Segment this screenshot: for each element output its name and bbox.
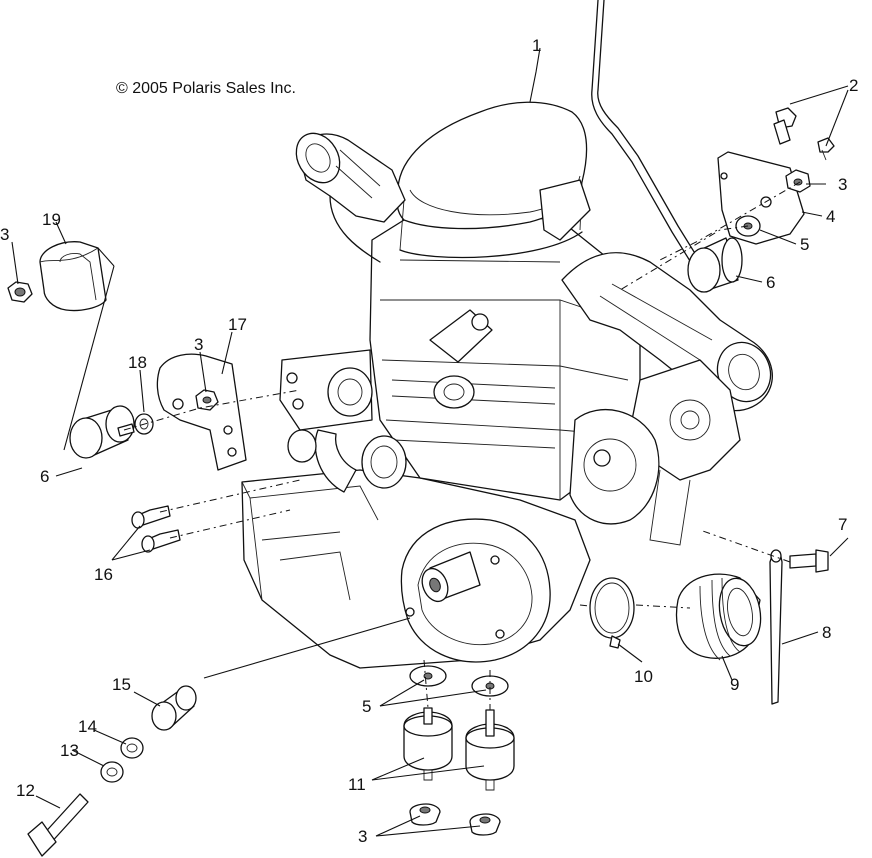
callout-11: 11 [348,775,366,794]
oil-fill-tube [591,0,709,291]
callout-3-bracket: 3 [194,335,203,354]
part-7-bolt [789,549,829,573]
copyright-notice: © 2005 Polaris Sales Inc. [116,80,296,97]
part-15-spacer [151,685,197,731]
callout-15: 15 [112,675,131,694]
callout-6-left: 6 [40,467,49,486]
part-2-bolts [773,107,835,161]
part-3-nuts-bottom [409,803,501,836]
callout-3-left: 3 [0,225,9,244]
part-14-washer [120,737,144,759]
engine-assembly [241,101,773,669]
callout-12: 12 [16,781,35,800]
part-5-washers-bottom [409,665,509,697]
part-12-bolt [27,793,89,857]
part-6-mount-left [69,405,135,459]
part-13-washer [100,761,124,783]
callout-10: 10 [634,667,653,686]
part-8-strap [769,549,783,705]
callout-numbers: 1 2 3 3 3 3 4 5 5 6 6 7 8 9 10 11 12 13 … [0,36,858,846]
part-9-coupler [675,573,762,661]
callout-1: 1 [532,36,541,55]
callout-13: 13 [60,741,79,760]
callout-19: 19 [42,210,61,229]
callout-9: 9 [730,675,739,694]
part-3-nut-left [7,281,33,303]
leader-lines [11,47,849,837]
part-3-nut-bracket [195,389,219,411]
cvt-housing [569,408,660,525]
part-19-cup [39,241,107,312]
part-11-mounts [403,707,515,791]
part-3-nut-bracket-right [785,169,811,193]
callout-3-bottom: 3 [358,827,367,846]
callout-4: 4 [826,207,835,226]
part-10-clamp [589,577,635,649]
callout-2: 2 [849,76,858,95]
callout-18: 18 [128,353,147,372]
callout-16: 16 [94,565,113,584]
callout-8: 8 [822,623,831,642]
callout-3-top-right: 3 [838,175,847,194]
part-6-mount-right [687,237,743,293]
callout-5-bottom: 5 [362,697,371,716]
part-17-bracket [156,353,247,471]
callout-17: 17 [228,315,247,334]
callout-7: 7 [838,515,847,534]
callout-5-right: 5 [800,235,809,254]
head-cover [396,101,588,230]
stator-cover [400,518,551,663]
callout-6-right: 6 [766,273,775,292]
callout-14: 14 [78,717,97,736]
part-16-bolts [131,505,181,553]
